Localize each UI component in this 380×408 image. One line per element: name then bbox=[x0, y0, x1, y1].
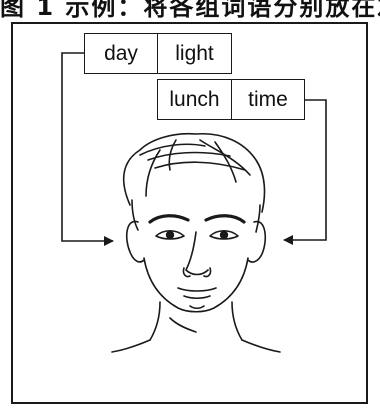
word-time: time bbox=[248, 88, 288, 112]
word-light: light bbox=[175, 42, 214, 66]
left-connector-arrow bbox=[62, 53, 113, 241]
face-drawing bbox=[112, 134, 280, 352]
word-box-time: time bbox=[231, 79, 305, 120]
word-day: day bbox=[104, 42, 138, 66]
word-box-lunch: lunch bbox=[157, 79, 232, 120]
right-connector-arrow bbox=[284, 100, 326, 240]
word-box-day: day bbox=[84, 33, 158, 74]
word-lunch: lunch bbox=[169, 88, 219, 112]
word-box-light: light bbox=[157, 33, 232, 74]
